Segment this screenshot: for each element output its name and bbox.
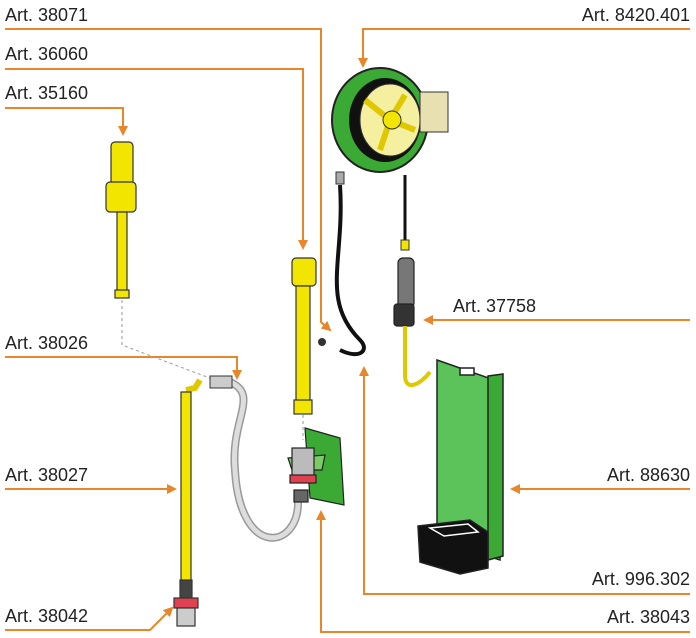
label-art-38027: Art. 38027 xyxy=(5,465,89,485)
label-art-38043: Art. 38043 xyxy=(606,607,690,627)
label-art-35160: Art. 35160 xyxy=(5,83,89,103)
leader-38043 xyxy=(316,510,690,633)
drip-stand-88630 xyxy=(417,358,504,575)
leader-35160 xyxy=(5,107,128,136)
leader-38026 xyxy=(5,356,242,380)
hose-reel-8420401 xyxy=(331,67,449,251)
leader-36060 xyxy=(5,68,308,250)
label-art-38071: Art. 38071 xyxy=(5,5,89,25)
pump-35160 xyxy=(105,141,137,299)
label-art-38026: Art. 38026 xyxy=(5,333,89,353)
hose-38026 xyxy=(228,378,303,542)
leader-8420401 xyxy=(358,28,690,68)
leader-38042 xyxy=(5,606,174,631)
label-art-36060: Art. 36060 xyxy=(5,44,89,64)
leader-38071 xyxy=(5,28,332,332)
label-art-37758: Art. 37758 xyxy=(453,296,537,316)
wall-bracket-38043 xyxy=(287,427,345,506)
label-art-88630: Art. 88630 xyxy=(606,465,690,485)
suction-tube-38027 xyxy=(173,378,203,627)
label-art-38042: Art. 38042 xyxy=(5,606,89,626)
pump-36060 xyxy=(291,257,317,415)
label-art-8420401: Art. 8420.401 xyxy=(581,5,690,25)
hose-38071 xyxy=(334,184,366,357)
label-art-996302: Art. 996.302 xyxy=(591,569,690,589)
nozzle-37758 xyxy=(393,257,432,387)
leader-996302 xyxy=(359,366,690,595)
